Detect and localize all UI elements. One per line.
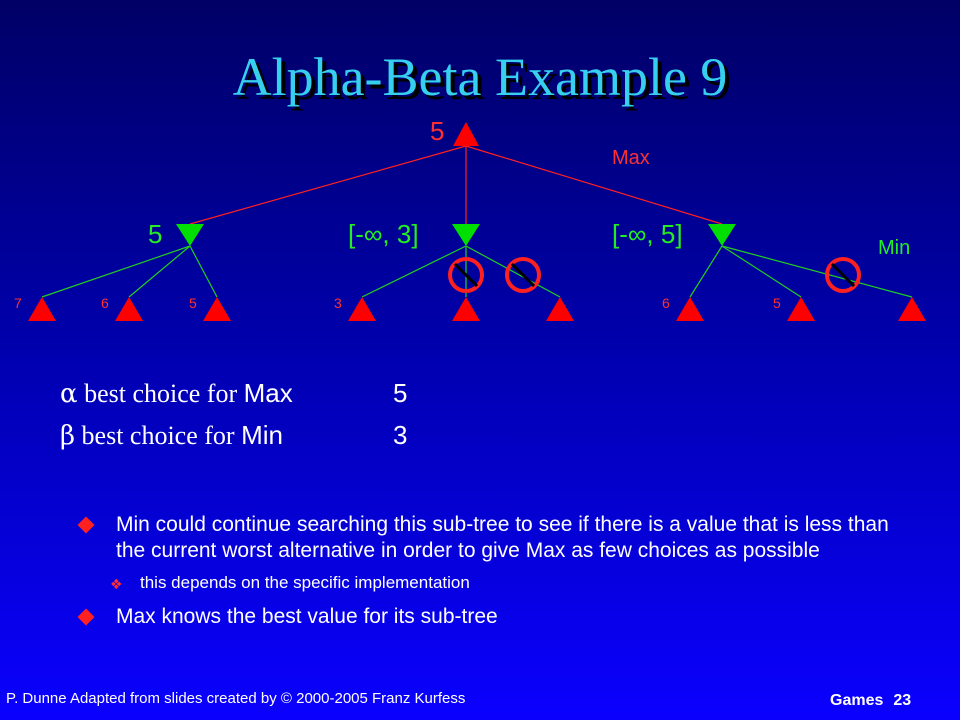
- min-node-2: [452, 224, 480, 246]
- leaf-value-1: 7: [14, 295, 22, 311]
- leaf-node-4: [348, 297, 376, 321]
- footer-section: Games: [830, 692, 884, 709]
- leaf-value-7: 6: [662, 295, 670, 311]
- four-diamond-bullet-icon: ❖: [110, 576, 123, 592]
- edge-root-min-3: [465, 145, 723, 225]
- leaf-value-2: 6: [101, 295, 109, 311]
- tree-nodes: [28, 122, 926, 321]
- leaf-value-8: 5: [773, 295, 781, 311]
- edge-min-leaf-7: [689, 245, 723, 298]
- edge-min-leaf-2: [128, 245, 191, 298]
- alpha-value: 5: [393, 378, 408, 408]
- prune-circle: [825, 257, 861, 293]
- prune-icon-3: [825, 257, 861, 293]
- beta-symbol: β: [60, 421, 76, 451]
- edge-min-leaf-8: [721, 245, 802, 298]
- min-node-1: [176, 224, 204, 246]
- footer-page-info: Games 23: [830, 692, 911, 710]
- root-max-node: [453, 122, 479, 146]
- sub-bullet-1-text: this depends on the specific implementat…: [140, 573, 470, 592]
- diamond-bullet-icon: [77, 516, 95, 534]
- sub-bullet-1: ❖ this depends on the specific implement…: [80, 572, 920, 594]
- prune-slash: [453, 262, 479, 288]
- leaf-node-2: [115, 297, 143, 321]
- alpha-text: best choice for: [77, 379, 244, 408]
- leaf-node-9: [898, 297, 926, 321]
- leaf-node-8: [787, 297, 815, 321]
- edge-min-leaf-9: [721, 245, 913, 298]
- tree-edges: [41, 145, 913, 298]
- min-node-2-value: [-∞, 3]: [348, 219, 419, 249]
- leaf-node-6: [546, 297, 574, 321]
- edge-min-leaf-4: [361, 245, 467, 298]
- leaf-value-4: 3: [334, 295, 342, 311]
- min-node-3: [708, 224, 736, 246]
- edge-min-leaf-3: [189, 245, 218, 298]
- bullet-1: Min could continue searching this sub-tr…: [77, 512, 920, 564]
- bullet-list: Min could continue searching this sub-tr…: [77, 512, 920, 638]
- beta-text: best choice for: [75, 421, 242, 450]
- edge-root-min-1: [189, 145, 467, 225]
- footer-page-number: 23: [893, 692, 912, 709]
- leaf-node-3: [203, 297, 231, 321]
- diamond-bullet-icon: [77, 608, 95, 626]
- leaf-node-1: [28, 297, 56, 321]
- prune-markers: [448, 257, 861, 293]
- root-value: 5: [430, 116, 444, 146]
- edge-min-leaf-6: [465, 245, 561, 298]
- bullet-2-text: Max knows the best value for its sub-tre…: [116, 605, 498, 628]
- beta-line: β best choice for Min 3: [60, 420, 407, 451]
- alpha-symbol: α: [60, 379, 78, 409]
- bullet-2: Max knows the best value for its sub-tre…: [77, 604, 920, 630]
- leaf-value-3: 5: [189, 295, 197, 311]
- bullet-1-text: Min could continue searching this sub-tr…: [116, 513, 889, 562]
- prune-slash: [510, 262, 536, 288]
- leaf-node-5: [452, 297, 480, 321]
- prune-circle: [448, 257, 484, 293]
- min-node-3-value: [-∞, 5]: [612, 219, 683, 249]
- beta-value: 3: [393, 420, 408, 450]
- max-level-label: Max: [612, 147, 650, 169]
- prune-icon-1: [448, 257, 484, 293]
- min-node-1-value: 5: [148, 219, 162, 249]
- slide-title: Alpha-Beta Example 9: [232, 47, 728, 107]
- edge-min-leaf-1: [41, 245, 191, 298]
- prune-slash: [830, 262, 856, 288]
- prune-icon-2: [505, 257, 541, 293]
- alpha-line: α best choice for Max 5: [60, 378, 407, 409]
- beta-player: Min: [241, 420, 283, 450]
- min-level-label: Min: [878, 237, 910, 259]
- alpha-player: Max: [243, 378, 293, 408]
- leaf-node-7: [676, 297, 704, 321]
- prune-circle: [505, 257, 541, 293]
- footer-credit: P. Dunne Adapted from slides created by …: [6, 690, 466, 707]
